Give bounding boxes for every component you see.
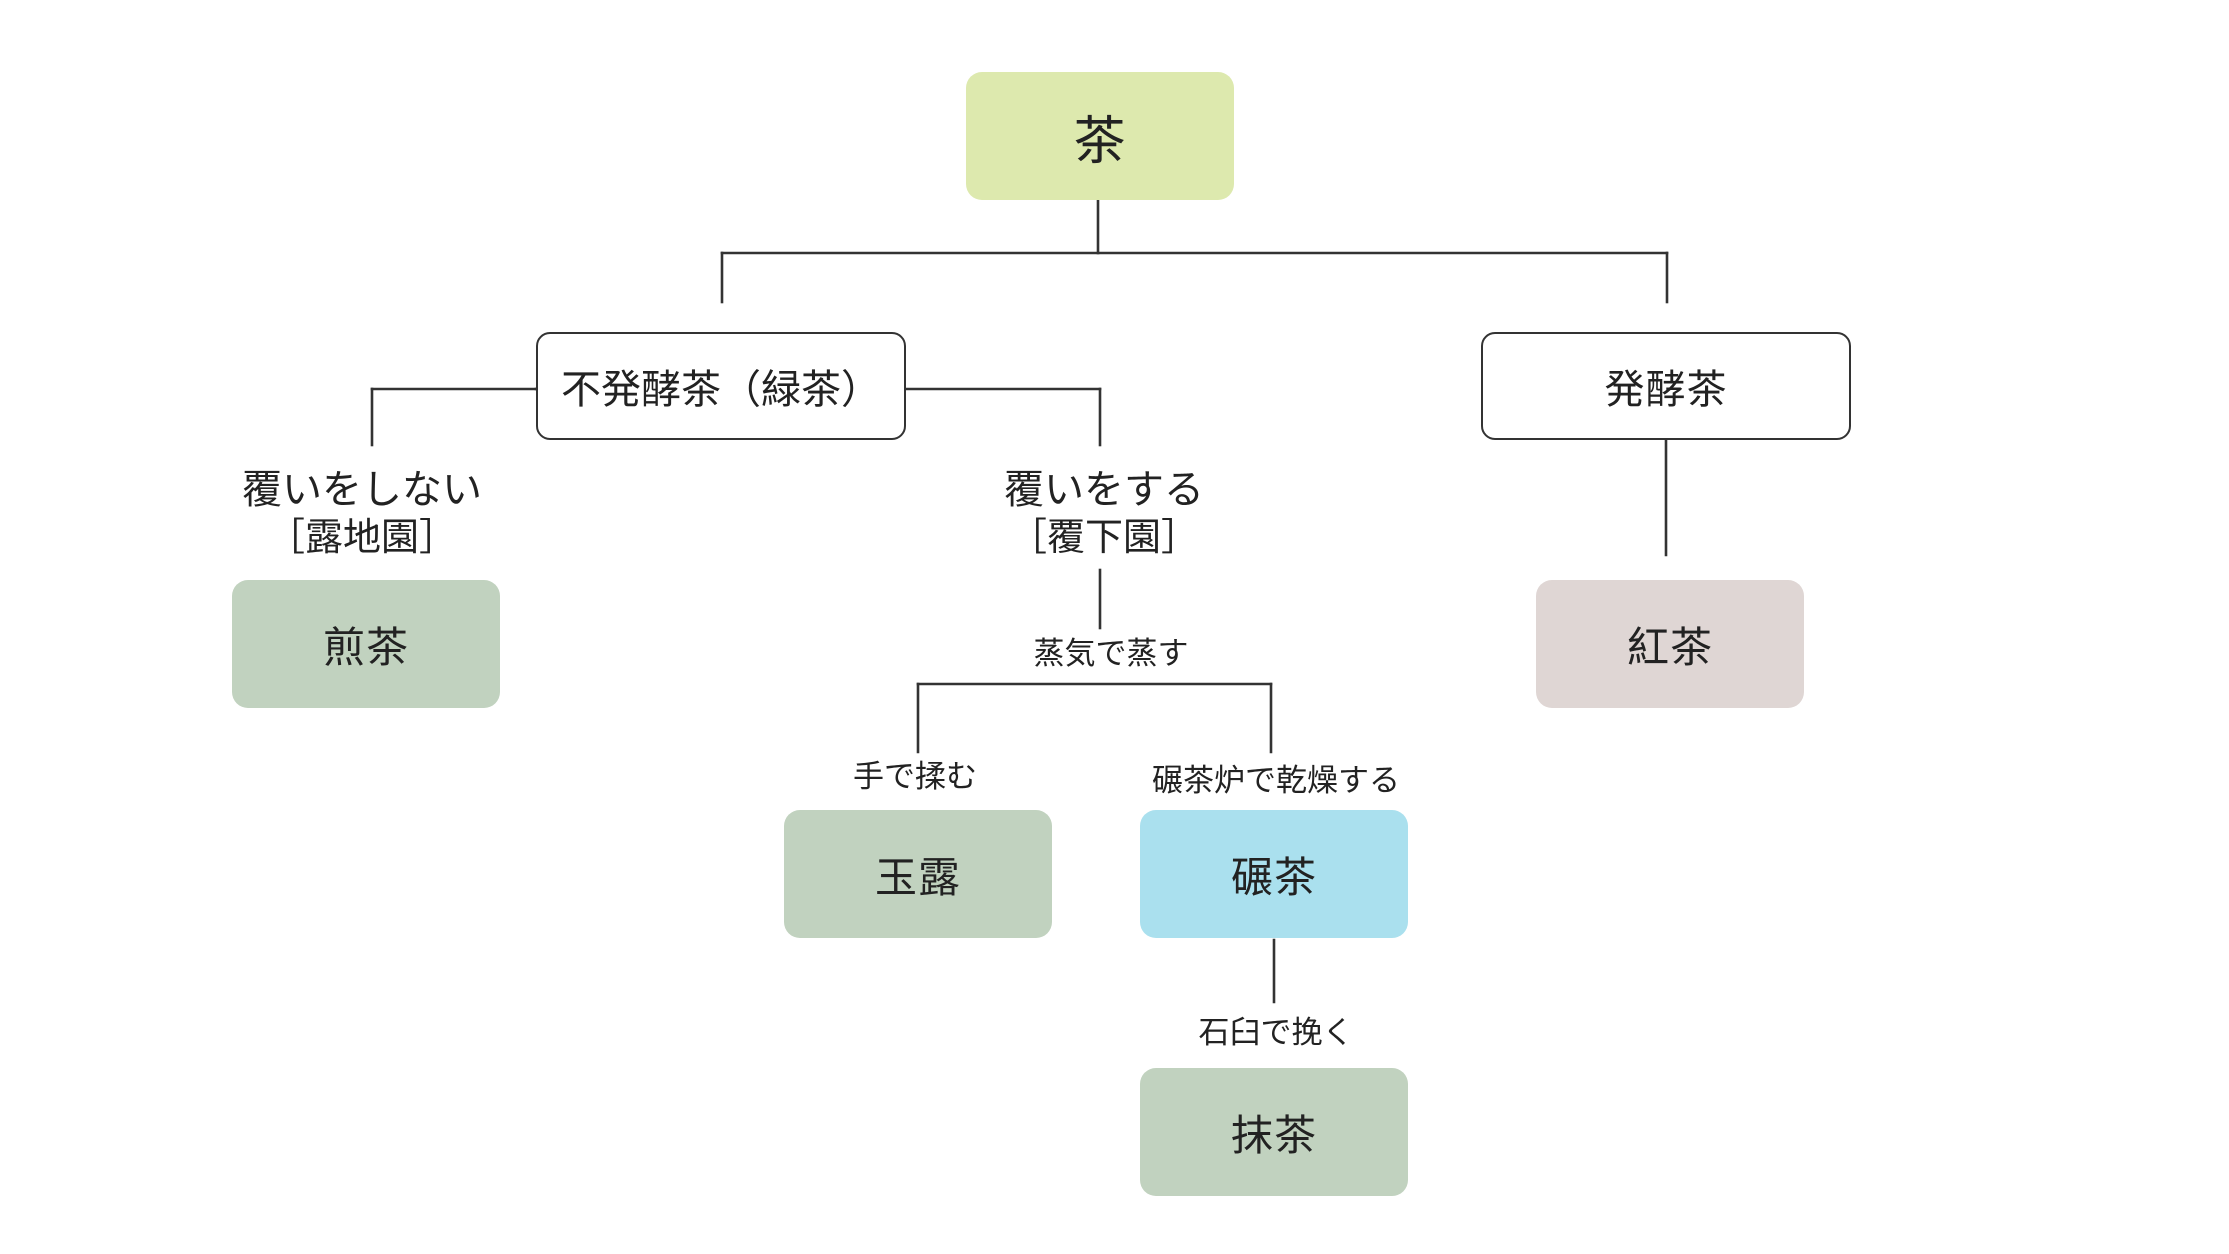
label-covered-sub: ［覆下園］ [1008, 515, 1200, 559]
node-tencha-label: 碾茶 [1230, 852, 1317, 902]
node-unfermented-tea-label: 不発酵茶（緑茶） [561, 367, 881, 413]
node-tea: 茶 [966, 72, 1234, 200]
label-uncovered: 覆いをしない [242, 467, 482, 513]
node-gyokuro: 玉露 [784, 810, 1052, 938]
node-matcha: 抹茶 [1140, 1068, 1408, 1196]
node-unfermented-tea: 不発酵茶（緑茶） [536, 332, 906, 440]
label-hand-roll: 手で揉む [853, 759, 977, 795]
node-matcha-label: 抹茶 [1230, 1110, 1317, 1160]
node-sencha-label: 煎茶 [322, 622, 409, 672]
node-koucha: 紅茶 [1536, 580, 1804, 708]
label-grind: 石臼で挽く [1198, 1015, 1354, 1051]
node-gyokuro-label: 玉露 [874, 852, 961, 902]
node-fermented-tea-label: 発酵茶 [1604, 367, 1728, 413]
node-tencha: 碾茶 [1140, 810, 1408, 938]
label-uncovered-sub: ［露地園］ [266, 515, 458, 559]
label-steam: 蒸気で蒸す [1033, 636, 1189, 672]
node-koucha-label: 紅茶 [1626, 622, 1713, 672]
node-tea-label: 茶 [1073, 111, 1127, 172]
node-sencha: 煎茶 [232, 580, 500, 708]
label-covered: 覆いをする [1004, 467, 1204, 513]
label-dry: 碾茶炉で乾燥する [1152, 763, 1400, 799]
node-fermented-tea: 発酵茶 [1481, 332, 1851, 440]
